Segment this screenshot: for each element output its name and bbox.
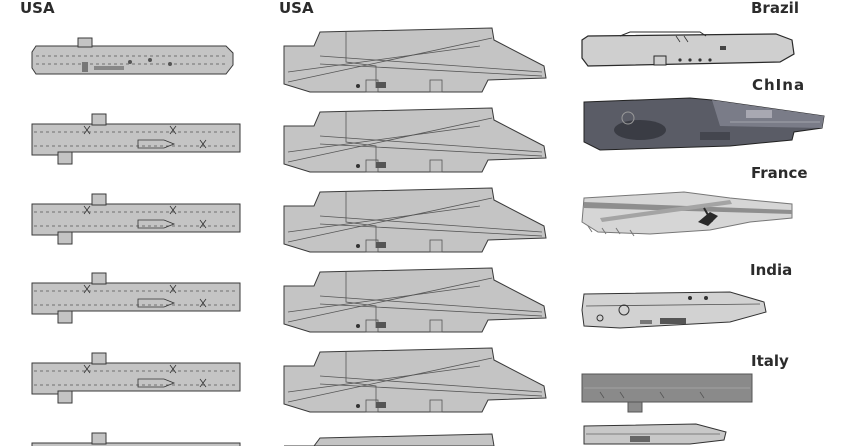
usa-straight-deck-carrier-3 [31, 193, 241, 245]
label-india: India [750, 261, 793, 279]
india-carrier [581, 291, 767, 329]
usa-straight-deck-carrier-4 [31, 272, 241, 324]
italy-carrier-2 [583, 423, 727, 445]
usa-angled-deck-carrier-6-partial [284, 433, 495, 446]
usa-angled-deck-carrier-2 [283, 107, 547, 173]
usa-angled-deck-carrier-1 [283, 27, 547, 93]
label-china: ChIna [752, 76, 806, 94]
usa-straight-deck-carrier-2 [31, 113, 241, 165]
usa-straight-deck-carrier-6-partial [31, 432, 241, 446]
label-usa-left: USA [20, 0, 55, 17]
usa-straight-deck-carrier-5 [31, 352, 241, 404]
label-france: France [751, 164, 808, 182]
usa-straight-deck-carrier-1 [31, 37, 234, 75]
label-brazil: Brazil [751, 0, 799, 17]
france-carrier [581, 191, 793, 237]
label-usa-middle: USA [279, 0, 314, 17]
china-carrier [583, 97, 825, 151]
usa-angled-deck-carrier-3 [283, 187, 547, 253]
label-italy: Italy [751, 352, 789, 370]
italy-carrier-1 [581, 373, 753, 413]
usa-angled-deck-carrier-5 [283, 347, 547, 413]
usa-angled-deck-carrier-4 [283, 267, 547, 333]
brazil-carrier [581, 31, 795, 67]
